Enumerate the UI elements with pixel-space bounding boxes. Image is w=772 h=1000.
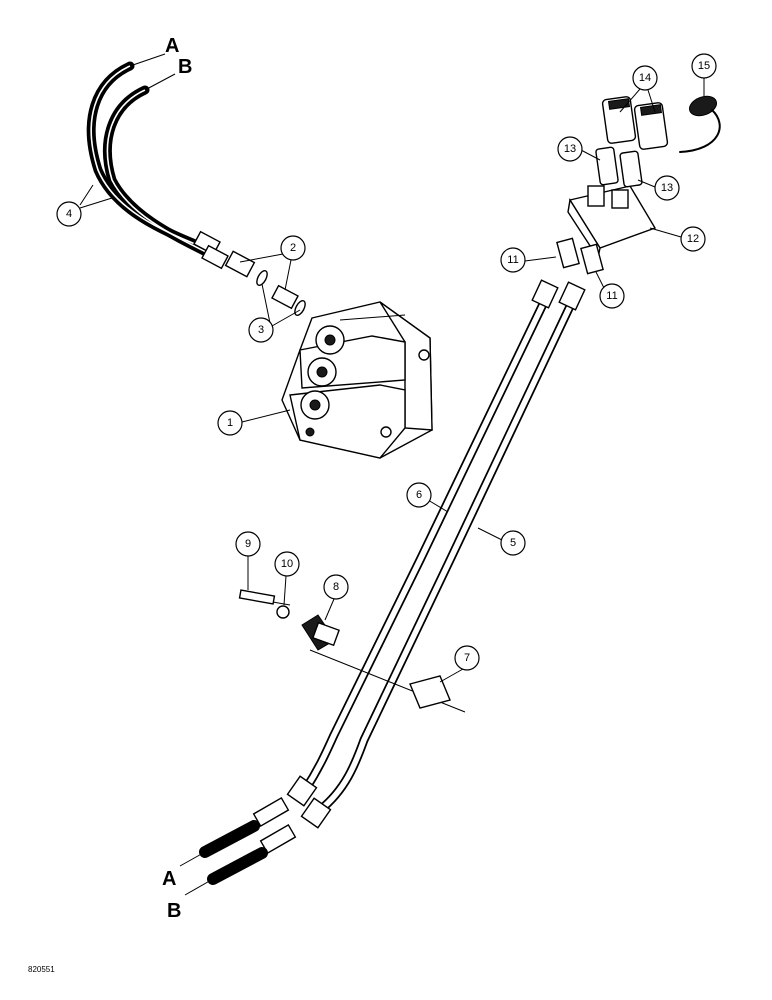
- quick-couplers-14: [601, 96, 669, 150]
- callout-13b-circle: [654, 175, 680, 201]
- callout-14-circle: [632, 65, 658, 91]
- callout-5-circle: [500, 530, 526, 556]
- callout-14: 14: [639, 72, 651, 84]
- callout-9-circle: [235, 531, 261, 557]
- tube-nuts-top: [531, 279, 586, 311]
- figure-id: 820551: [28, 965, 55, 974]
- callout-4-circle: [56, 201, 82, 227]
- callout-8-circle: [323, 574, 349, 600]
- callout-13b: 13: [661, 182, 673, 194]
- callout-3-circle: [248, 317, 274, 343]
- callout-12-circle: [680, 226, 706, 252]
- callout-7: 7: [464, 652, 470, 664]
- tube-nuts-bottom: [286, 775, 332, 829]
- callout-11a: 11: [507, 254, 518, 266]
- callout-15: 15: [698, 60, 710, 72]
- coupler-bracket: [567, 185, 657, 260]
- callout-1: 1: [227, 417, 233, 429]
- callout-13a-circle: [557, 136, 583, 162]
- callout-4: 4: [66, 208, 72, 220]
- callout-8: 8: [333, 581, 339, 593]
- end-label-bottom-b: B: [167, 900, 181, 922]
- callout-15-circle: [691, 53, 717, 79]
- hose-pair-bottom: [179, 796, 297, 896]
- callout-3: 3: [258, 324, 264, 336]
- hose-end-fittings-top: [193, 230, 229, 270]
- end-label-top-b: B: [178, 56, 192, 78]
- end-label-bottom-a: A: [162, 868, 176, 890]
- callout-9: 9: [245, 538, 251, 550]
- callout-11b: 11: [606, 290, 617, 302]
- callout-6: 6: [416, 489, 422, 501]
- callout-2-circle: [280, 235, 306, 261]
- callout-13a: 13: [564, 143, 576, 155]
- hose-pair-top: [86, 53, 217, 260]
- callout-5: 5: [510, 537, 516, 549]
- callout-2: 2: [290, 242, 296, 254]
- control-valve-body: [281, 301, 433, 459]
- callout-10-circle: [274, 551, 300, 577]
- end-label-top-a: A: [165, 35, 179, 57]
- dust-cap-15: [679, 95, 721, 153]
- callout-6-circle: [406, 482, 432, 508]
- adapters-11: [556, 237, 604, 275]
- callout-10: 10: [281, 558, 293, 570]
- callout-11b-circle: [599, 283, 625, 309]
- nipples-13: [595, 146, 643, 188]
- callout-1-circle: [217, 410, 243, 436]
- callout-11a-circle: [500, 247, 526, 273]
- clamp-parts: [238, 589, 466, 713]
- callout-7-circle: [454, 645, 480, 671]
- callout-12: 12: [687, 233, 699, 245]
